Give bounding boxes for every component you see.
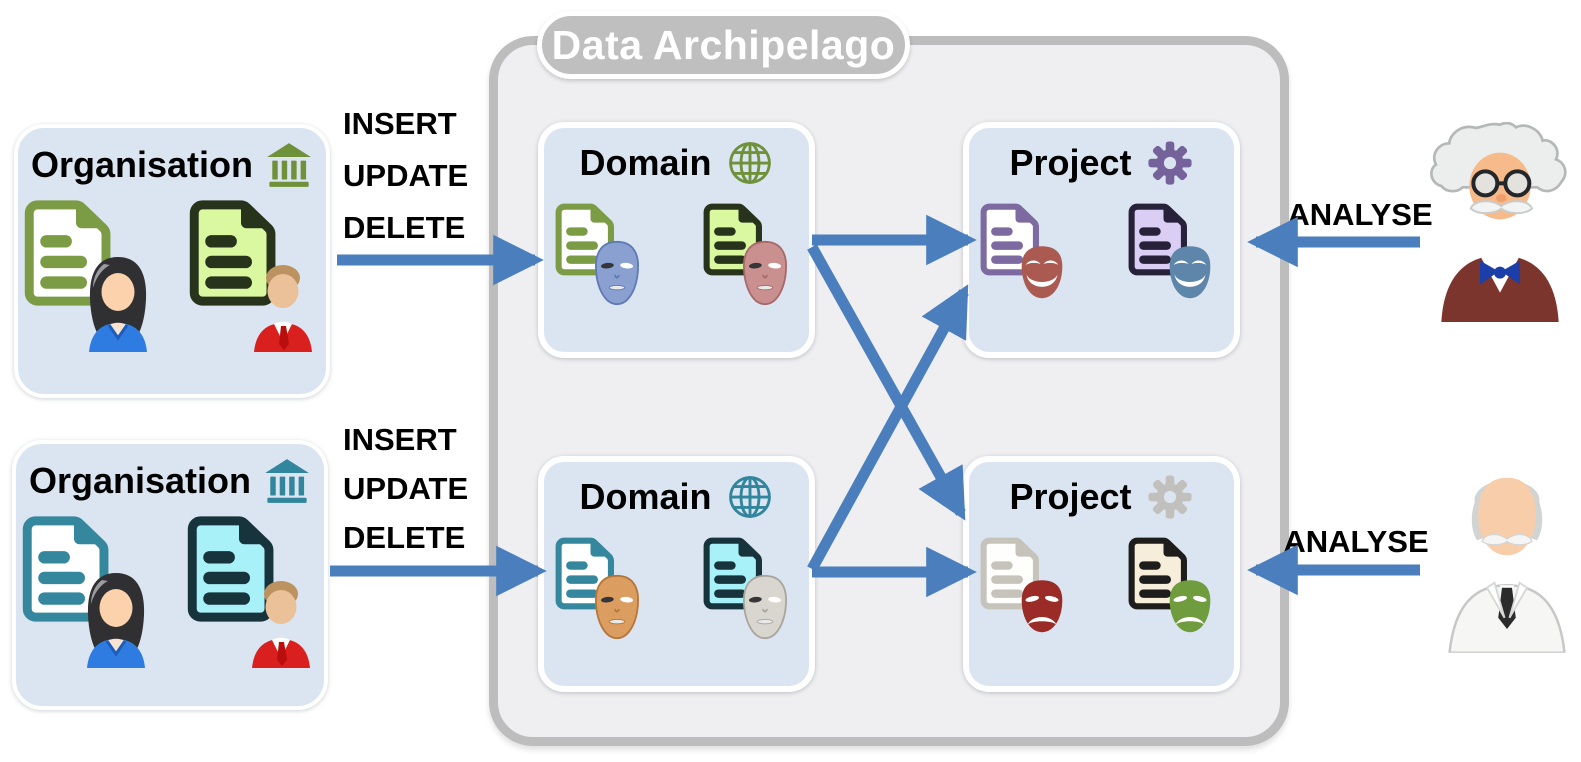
operation-label: UPDATE xyxy=(343,471,469,506)
domain-box-bottom: Domain xyxy=(538,456,815,692)
document-with-woman xyxy=(18,198,161,356)
domain-label: Domain xyxy=(579,476,712,517)
man-icon xyxy=(239,570,323,670)
orange-mask-icon xyxy=(591,574,643,640)
document-with-mask xyxy=(551,202,655,310)
document-with-man xyxy=(183,198,326,356)
project-label: Project xyxy=(1009,142,1132,183)
ingest-operations-bottom: INSERT UPDATE DELETE xyxy=(343,415,468,562)
document-with-comedy-mask xyxy=(976,202,1080,310)
domain-header: Domain xyxy=(544,140,809,186)
project-content xyxy=(969,202,1234,310)
domain-header: Domain xyxy=(544,474,809,520)
white-mask-icon xyxy=(739,574,791,640)
green-tragedy-mask-icon xyxy=(1164,574,1216,640)
document-with-tragedy-mask xyxy=(1124,536,1228,644)
organisation-content xyxy=(18,198,326,356)
project-header: Project xyxy=(969,140,1234,186)
bank-icon xyxy=(265,142,313,188)
woman-icon xyxy=(76,254,160,354)
document-with-man xyxy=(181,514,324,672)
operation-label: DELETE xyxy=(343,210,466,245)
blue-comedy-mask-icon xyxy=(1164,240,1216,306)
domain-box-top: Domain xyxy=(538,122,815,358)
project-box-top: Project xyxy=(963,122,1240,358)
project-box-bottom: Project xyxy=(963,456,1240,692)
organisation-box-top: Organisation xyxy=(14,124,330,398)
operation-label: DELETE xyxy=(343,520,466,555)
document-with-mask xyxy=(699,536,803,644)
document-with-mask xyxy=(699,202,803,310)
ingest-operations-top: INSERT UPDATE DELETE xyxy=(343,98,468,254)
organisation-label: Organisation xyxy=(30,144,254,185)
gear-icon xyxy=(1146,474,1194,520)
operation-label: UPDATE xyxy=(343,158,469,193)
organisation-content xyxy=(16,514,324,672)
globe-icon xyxy=(726,474,774,520)
operation-label: INSERT xyxy=(343,422,457,457)
domain-content xyxy=(544,202,809,310)
analyse-label-top: ANALYSE xyxy=(1287,197,1433,232)
einstein-scientist-icon xyxy=(1420,122,1580,322)
globe-icon xyxy=(726,140,774,186)
document-with-comedy-mask xyxy=(1124,202,1228,310)
domain-label: Domain xyxy=(579,142,712,183)
operation-label: INSERT xyxy=(343,106,457,141)
document-with-woman xyxy=(16,514,159,672)
gear-icon xyxy=(1146,140,1194,186)
pink-mask-icon xyxy=(739,240,791,306)
analyse-label-bottom: ANALYSE xyxy=(1283,524,1429,559)
project-content xyxy=(969,536,1234,644)
project-header: Project xyxy=(969,474,1234,520)
lab-scientist-icon xyxy=(1432,462,1581,656)
red-tragedy-mask-icon xyxy=(1016,574,1068,640)
man-icon xyxy=(241,254,325,354)
diagram-title: Data Archipelago xyxy=(537,11,910,79)
organisation-label: Organisation xyxy=(28,460,252,501)
blue-mask-icon xyxy=(591,240,643,306)
bank-icon xyxy=(263,458,311,504)
organisation-box-bottom: Organisation xyxy=(12,440,328,710)
woman-icon xyxy=(74,570,158,670)
organisation-header: Organisation xyxy=(18,142,326,188)
document-with-tragedy-mask xyxy=(976,536,1080,644)
domain-content xyxy=(544,536,809,644)
project-label: Project xyxy=(1009,476,1132,517)
red-comedy-mask-icon xyxy=(1016,240,1068,306)
document-with-mask xyxy=(551,536,655,644)
organisation-header: Organisation xyxy=(16,458,324,504)
